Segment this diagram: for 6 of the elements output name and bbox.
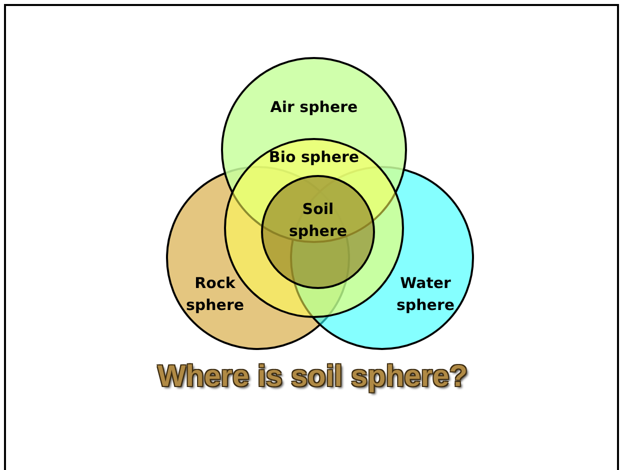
sphere-label: Air sphere — [269, 97, 359, 118]
sphere-label: Rock sphere — [184, 273, 246, 316]
caption: Where is soil sphere? — [156, 360, 469, 394]
sphere-label: Soil sphere — [288, 199, 348, 242]
sphere-label: Bio sphere — [268, 147, 360, 168]
sphere-label: Water sphere — [395, 273, 456, 316]
